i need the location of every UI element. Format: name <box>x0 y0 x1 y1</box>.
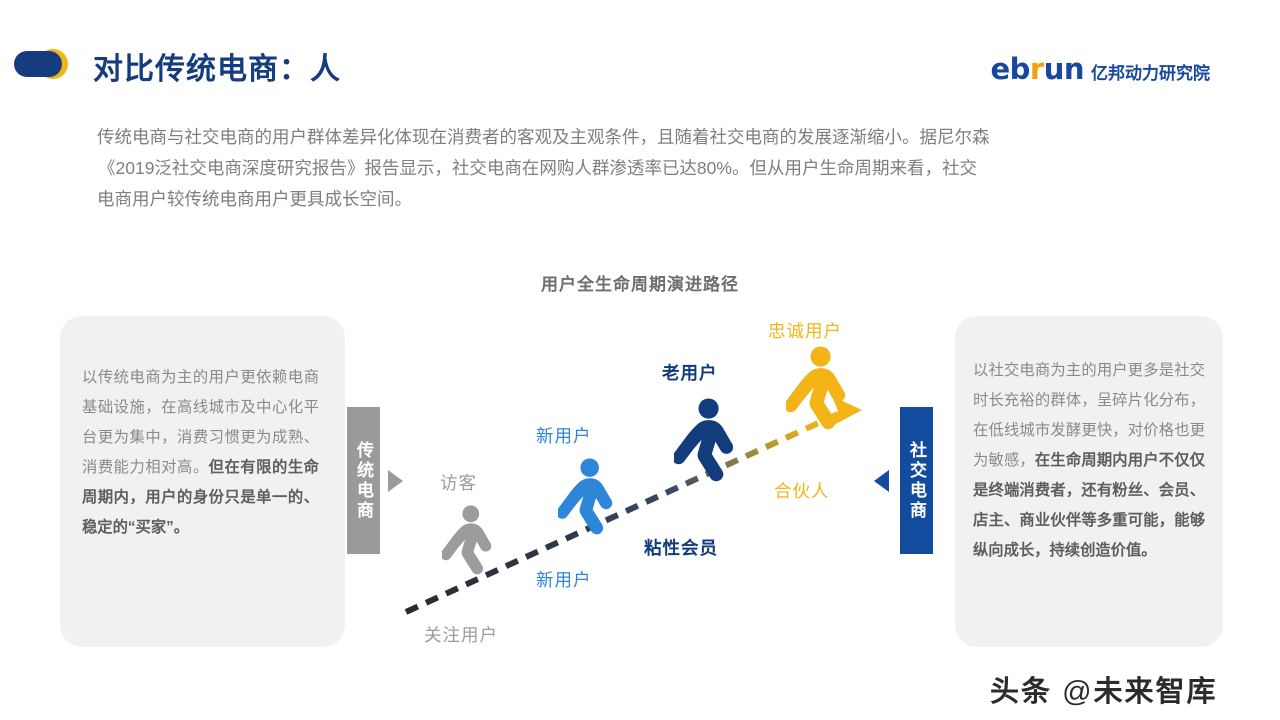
label-loyal-user: 忠诚用户 <box>768 321 842 341</box>
intro-line-2: 《2019泛社交电商深度研究报告》报告显示，社交电商在网购人群渗透率已达80%。… <box>98 158 977 178</box>
label-partner: 合伙人 <box>774 481 830 501</box>
brand-wordmark-cn: 亿邦动力研究院 <box>1091 64 1210 83</box>
label-new-user-bottom: 新用户 <box>536 570 592 590</box>
intro-paragraph: 传统电商与社交电商的用户群体差异化体现在消费者的客观及主观条件，且随着社交电商的… <box>97 122 1202 215</box>
label-follow-user: 关注用户 <box>424 625 498 645</box>
title-bullet <box>14 49 80 79</box>
arrow-right-icon <box>388 470 403 492</box>
brand-wordmark: ebrun <box>990 52 1084 86</box>
pillar-traditional-ecommerce: 传统电商 <box>347 407 380 554</box>
social-ecommerce-description-text: 以社交电商为主的用户更多是社交时长充裕的群体，呈碎片化分布，在低线城市发酵更快，… <box>973 356 1205 566</box>
trend-line <box>404 396 862 615</box>
brand-wordmark-accent: r <box>1029 52 1044 86</box>
left-card-bold-text: 但在有限的生命周期内，用户的身份只是单一的、稳定的“买家”。 <box>82 459 319 536</box>
watermark-at-symbol: @ <box>1062 676 1094 708</box>
label-sticky-member: 粘性会员 <box>644 538 718 558</box>
pillar-social-label: 社交电商 <box>907 440 926 521</box>
brand-logo: ebrun 亿邦动力研究院 <box>990 52 1210 86</box>
watermark-prefix: 头条 <box>990 676 1053 708</box>
brand-wordmark-prefix: eb <box>990 52 1030 86</box>
brand-wordmark-suffix: un <box>1043 52 1085 86</box>
left-card-normal-text: 以传统电商为主的用户更依赖电商基础设施，在高线城市及中心化平台更为集中，消费习惯… <box>82 369 319 476</box>
right-card-bold-text: 在生命周期内用户不仅仅是终端消费者，还有粉丝、会员、店主、商业伙伴等多重可能，能… <box>973 452 1205 559</box>
pillar-social-ecommerce: 社交电商 <box>900 407 933 554</box>
label-new-user-top: 新用户 <box>536 426 592 446</box>
social-ecommerce-description-card: 以社交电商为主的用户更多是社交时长充裕的群体，呈碎片化分布，在低线城市发酵更快，… <box>955 316 1223 647</box>
pillar-traditional-label: 传统电商 <box>354 440 373 521</box>
arrow-left-icon <box>874 470 889 492</box>
figure-new-user <box>558 458 613 535</box>
watermark-suffix: 未来智库 <box>1093 676 1218 708</box>
watermark: 头条 @未来智库 <box>990 668 1218 710</box>
title-bullet-bar-icon <box>14 51 62 77</box>
page-title: 对比传统电商：人 <box>93 53 341 86</box>
figure-old-user <box>674 398 734 482</box>
intro-line-3: 电商用户较传统电商用户更具成长空间。 <box>97 189 412 209</box>
figure-visitor <box>442 505 492 575</box>
lifecycle-diagram <box>380 300 890 660</box>
traditional-ecommerce-description-card: 以传统电商为主的用户更依赖电商基础设施，在高线城市及中心化平台更为集中，消费习惯… <box>60 316 345 647</box>
label-visitor: 访客 <box>440 473 477 493</box>
traditional-ecommerce-description-text: 以传统电商为主的用户更依赖电商基础设施，在高线城市及中心化平台更为集中，消费习惯… <box>82 363 319 543</box>
label-old-user: 老用户 <box>662 363 718 383</box>
intro-line-1: 传统电商与社交电商的用户群体差异化体现在消费者的客观及主观条件，且随着社交电商的… <box>97 127 990 147</box>
chart-title: 用户全生命周期演进路径 <box>541 275 739 294</box>
right-card-normal-text: 以社交电商为主的用户更多是社交时长充裕的群体，呈碎片化分布，在低线城市发酵更快，… <box>973 362 1205 469</box>
lifecycle-diagram-svg <box>404 346 862 615</box>
